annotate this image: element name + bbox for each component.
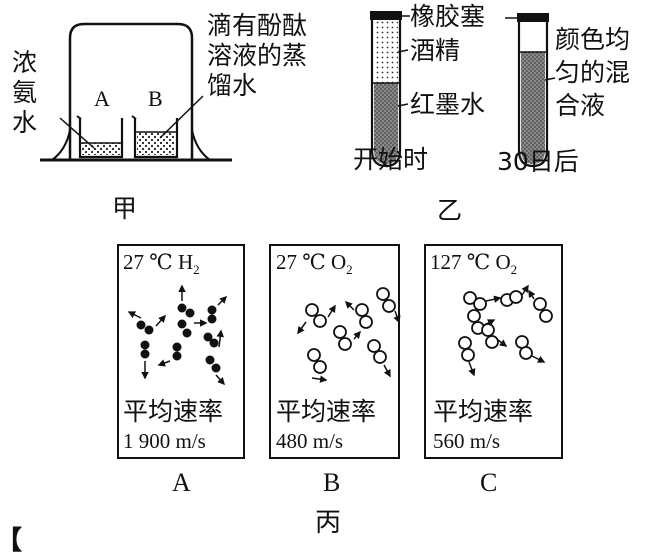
panel-a-rate-label: 平均速率 (123, 397, 224, 426)
panel-c-rate: 560 m/s (433, 429, 501, 453)
panel-b-box (269, 244, 400, 459)
panel-a-gas: H (178, 250, 194, 274)
phenol-leader (159, 95, 204, 139)
bell-jar-apparatus (40, 22, 232, 162)
panel-c-letter: C (480, 468, 498, 497)
bell-jar-foot-right (191, 129, 211, 161)
tube-1-alcohol (374, 21, 398, 83)
panel-b-condition: 27 ℃ O2 (276, 250, 353, 278)
panel-b-rate: 480 m/s (276, 429, 344, 453)
footer-bracket-fragment: 【 (0, 528, 22, 554)
beaker-b (133, 118, 179, 159)
stopper-label: 橡胶塞 (410, 2, 486, 31)
panel-b-temperature: 27 ℃ (276, 250, 326, 274)
mixed-liquid-label-line-3: 合液 (555, 91, 606, 120)
panel-c-box (424, 244, 563, 459)
mixed-liquid-label-line-1: 颜色均 (555, 25, 631, 54)
panel-c-gas: O (495, 250, 511, 274)
start-label: 开始时 (353, 145, 429, 174)
panel-b-gas-subscript: 2 (346, 262, 353, 278)
panel-c-rate-label: 平均速率 (433, 397, 534, 426)
o2-velocity-arrows-b (297, 300, 401, 383)
panel-b-letter: B (323, 468, 341, 497)
tube-2 (517, 22, 549, 168)
h2-velocity-arrows (127, 284, 228, 386)
tube-1-red-ink (374, 83, 398, 164)
tube-1 (370, 20, 402, 168)
figure-yi-caption: 乙 (437, 196, 463, 225)
test-tube-apparatus (370, 11, 556, 168)
beaker-a-label: A (94, 86, 110, 111)
beaker-a (78, 118, 124, 159)
after-30-days-label: 30日后 (497, 147, 579, 176)
phenol-label-line-2: 溶液的蒸 (207, 41, 308, 70)
o2-molecules-c (458, 290, 553, 362)
red-ink-label: 红墨水 (410, 90, 486, 119)
bell-jar-foot-left (51, 129, 71, 161)
o2-velocity-arrows-c (468, 284, 546, 377)
panel-a-letter: A (172, 468, 191, 497)
panel-c-temperature: 127 ℃ (430, 250, 491, 274)
ammonia-label-line-2: 氨 (12, 78, 38, 107)
beaker-a-liquid (82, 143, 120, 155)
ammonia-label-line-3: 水 (12, 108, 38, 137)
beaker-b-liquid (137, 132, 175, 155)
panel-a-condition: 27 ℃ H2 (123, 250, 200, 278)
panel-c-gas-subscript: 2 (510, 262, 518, 278)
panel-a-rate: 1 900 m/s (123, 429, 206, 453)
panel-a-box (117, 244, 245, 459)
tube-1-stopper (370, 11, 402, 20)
tube-2-mixed-liquid (521, 52, 545, 164)
tube-2-stopper (517, 13, 549, 22)
figure-jia-caption: 甲 (112, 194, 138, 223)
beaker-b-label: B (148, 86, 163, 111)
phenol-label-line-3: 馏水 (207, 71, 258, 100)
bell-jar (68, 22, 194, 160)
o2-molecules-b (305, 287, 396, 374)
h2-molecules (136, 303, 221, 373)
panel-c-condition: 127 ℃ O2 (430, 250, 518, 278)
figure-bing-caption: 丙 (315, 508, 342, 538)
panel-a-gas-subscript: 2 (193, 262, 200, 278)
ammonia-leader (59, 117, 95, 149)
panel-a-temperature: 27 ℃ (123, 250, 173, 274)
panel-b-gas: O (331, 250, 347, 274)
alcohol-label: 酒精 (410, 36, 461, 65)
phenol-label-line-1: 滴有酚酞 (207, 11, 308, 40)
mixed-liquid-label-line-2: 匀的混 (555, 58, 631, 87)
panel-b-rate-label: 平均速率 (276, 397, 377, 426)
ammonia-label-line-1: 浓 (12, 48, 38, 77)
